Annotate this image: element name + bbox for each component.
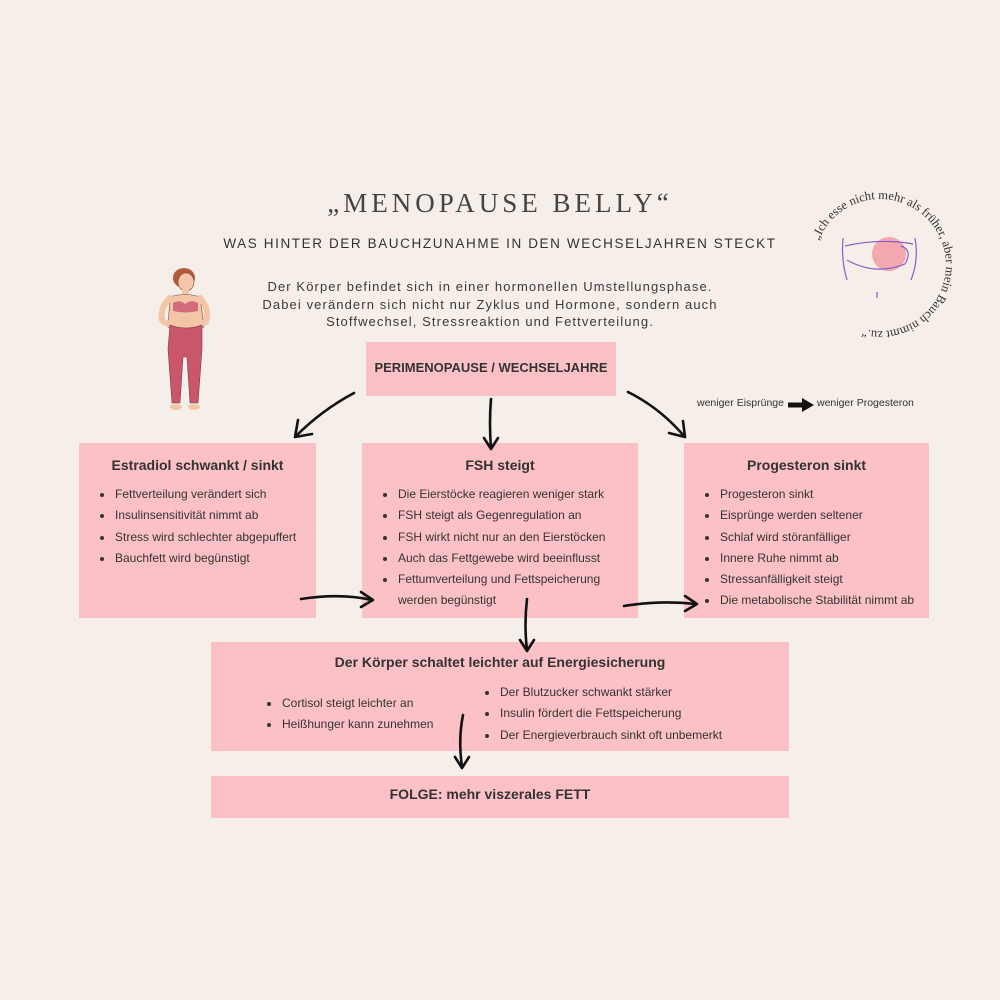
arrow-energy-to-result <box>453 713 471 770</box>
intro-text: Der Körper befindet sich in einer hormon… <box>220 278 760 331</box>
perimenopause-label: PERIMENOPAUSE / WECHSELJAHRE <box>374 360 608 375</box>
intro-line: Dabei verändern sich nicht nur Zyklus un… <box>262 296 718 312</box>
list-item: Der Energieverbrauch sinkt oft unbemerkt <box>482 725 722 746</box>
page-title: „MENOPAUSE BELLY“ <box>327 188 673 218</box>
list-item: Insulinsensitivität nimmt ab <box>97 505 296 526</box>
perimenopause-box: PERIMENOPAUSE / WECHSELJAHRE <box>366 342 616 396</box>
progesteron-title: Progesteron sinkt <box>746 457 867 473</box>
list-item: Stress wird schlechter abgepuffert <box>97 527 296 548</box>
arrow-to-estradiol <box>293 391 356 439</box>
energy-left-list: Cortisol steigt leichter an Heißhunger k… <box>264 693 433 736</box>
estradiol-title: Estradiol schwankt / sinkt <box>111 457 284 473</box>
fsh-title: FSH steigt <box>465 457 535 473</box>
list-item: Innere Ruhe nimmt ab <box>702 548 914 569</box>
list-item: Cortisol steigt leichter an <box>264 693 433 714</box>
side-note-left: weniger Eisprünge <box>697 397 784 409</box>
list-item: Die metabolische Stabilität nimmt ab <box>702 590 914 611</box>
list-item: Fettumverteilung und Fettspeicherung wer… <box>380 569 613 612</box>
progesteron-box: Progesteron sinkt Progesteron sinkt Eisp… <box>684 443 929 618</box>
list-item: Progesteron sinkt <box>702 484 914 505</box>
list-item: FSH steigt als Gegenregulation an <box>380 505 630 526</box>
energy-box: Der Körper schaltet leichter auf Energie… <box>211 642 789 751</box>
thick-arrow-icon <box>788 398 814 412</box>
estradiol-box: Estradiol schwankt / sinkt Fettverteilun… <box>79 443 316 618</box>
list-item: Heißhunger kann zunehmen <box>264 714 433 735</box>
quote-badge: „Ich esse nicht mehr als früher, aber me… <box>809 188 958 342</box>
arrow-fsh-to-energy <box>518 597 536 653</box>
list-item: Die Eierstöcke reagieren weniger stark <box>380 484 630 505</box>
result-box: FOLGE: mehr viszerales FETT <box>211 776 789 818</box>
arrow-fsh-to-progesteron <box>622 594 699 613</box>
progesteron-list: Progesteron sinkt Eisprünge werden selte… <box>702 484 914 612</box>
energy-right-list: Der Blutzucker schwankt stärker Insulin … <box>482 682 722 746</box>
list-item: Insulin fördert die Fettspeicherung <box>482 703 722 724</box>
arrow-to-progesteron <box>626 390 687 439</box>
intro-line: Der Körper befindet sich in einer hormon… <box>267 279 713 294</box>
belly-outline-icon <box>841 237 917 298</box>
fsh-list: Die Eierstöcke reagieren weniger stark F… <box>380 484 630 612</box>
belly-highlight-icon <box>872 237 906 271</box>
estradiol-list: Fettverteilung verändert sich Insulinsen… <box>97 484 296 569</box>
list-item: Stressanfälligkeit steigt <box>702 569 914 590</box>
list-item: Bauchfett wird begünstigt <box>97 548 296 569</box>
list-item: Der Blutzucker schwankt stärker <box>482 682 722 703</box>
fsh-box: FSH steigt Die Eierstöcke reagieren weni… <box>362 443 638 618</box>
result-label: FOLGE: mehr viszerales FETT <box>389 786 591 802</box>
arrow-to-fsh <box>482 397 500 451</box>
side-note-right: weniger Progesteron <box>817 397 914 409</box>
list-item: Eisprünge werden seltener <box>702 505 914 526</box>
page-subtitle: WAS HINTER DER BAUCHZUNAHME IN DEN WECHS… <box>223 236 777 251</box>
energy-title: Der Körper schaltet leichter auf Energie… <box>334 654 666 670</box>
list-item: Schlaf wird störanfälliger <box>702 527 914 548</box>
woman-illustration <box>158 268 211 410</box>
intro-line: Stoffwechsel, Stressreaktion und Fettver… <box>326 314 654 329</box>
list-item: Auch das Fettgewebe wird beeinflusst <box>380 548 630 569</box>
list-item: FSH wirkt nicht nur an den Eierstöcken <box>380 527 630 548</box>
arrow-estradiol-to-fsh <box>299 590 375 609</box>
list-item: Fettverteilung verändert sich <box>97 484 296 505</box>
